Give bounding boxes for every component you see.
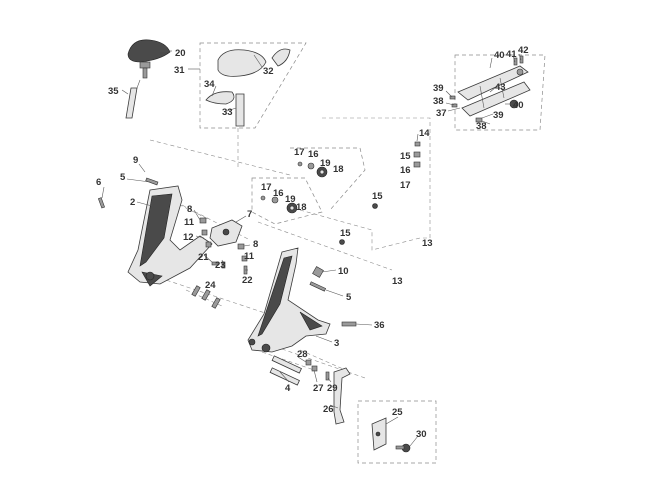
callout-13-lower: 13 [392, 276, 403, 287]
kickstand-hardware [269, 355, 330, 386]
callout-32: 32 [263, 66, 274, 77]
seatpost-part-33 [235, 93, 245, 127]
bearing-set-upper [297, 161, 328, 178]
callout-9: 9 [133, 155, 138, 166]
callout-22: 22 [242, 275, 253, 286]
callout-20: 20 [175, 48, 186, 59]
callout-15-low: 15 [340, 228, 351, 239]
plate-part-25 [371, 417, 387, 451]
callout-19-upper: 19 [320, 158, 331, 169]
callout-30: 30 [416, 429, 427, 440]
callout-7: 7 [247, 209, 252, 220]
callout-14: 14 [419, 128, 430, 139]
callout-18-upper: 18 [333, 164, 344, 175]
callout-2: 2 [130, 197, 135, 208]
frame-part-2 [127, 185, 213, 287]
callout-18-lower: 18 [296, 202, 307, 213]
callout-39-left: 39 [433, 83, 444, 94]
callout-23: 23 [215, 260, 226, 271]
callout-27: 27 [313, 383, 324, 394]
callout-6: 6 [96, 177, 101, 188]
callout-38-left: 38 [433, 96, 444, 107]
callout-15-mid: 15 [372, 191, 383, 202]
callout-8-right: 8 [253, 239, 258, 250]
callout-34: 34 [204, 79, 215, 90]
callout-43: 43 [495, 82, 506, 93]
callout-17-lower: 17 [261, 182, 272, 193]
bolt-part-30 [395, 443, 411, 453]
callout-35: 35 [108, 86, 119, 97]
leader-lines [101, 50, 522, 447]
callout-16-right: 16 [400, 165, 411, 176]
pivot-group-box-upper [290, 147, 366, 211]
pivot-group-box-lower [251, 177, 323, 225]
callout-labels: 20 31 32 34 33 35 40 41 42 43 39 38 37 3… [96, 45, 529, 440]
callout-33: 33 [222, 107, 233, 118]
rear-rack-part-43 [457, 65, 531, 117]
callout-4: 4 [285, 383, 291, 394]
saddle-part-32 [217, 48, 291, 77]
callout-19-lower: 19 [285, 194, 296, 205]
callout-17-upper: 17 [294, 147, 305, 158]
bracket-part-7 [209, 219, 243, 247]
callout-5-left: 5 [120, 172, 126, 183]
callout-15-right: 15 [400, 151, 411, 162]
seat-group-box [199, 42, 307, 129]
callout-17-right: 17 [400, 180, 411, 191]
callout-28: 28 [297, 349, 308, 360]
callout-21: 21 [198, 252, 209, 263]
callout-3: 3 [334, 338, 339, 349]
callout-11-right: 11 [244, 251, 255, 262]
callout-41: 41 [506, 49, 517, 60]
callout-8-left: 8 [187, 204, 192, 215]
saddle-clamp-part-34 [205, 91, 235, 105]
callout-39-right: 39 [493, 110, 504, 121]
kickstand-part-26 [333, 367, 351, 425]
callout-37: 37 [436, 108, 447, 119]
callout-16-lower: 16 [273, 188, 284, 199]
seatpost-part-35 [125, 79, 141, 119]
rear-frame-part-3 [247, 247, 331, 353]
callout-29: 29 [327, 383, 338, 394]
callout-24: 24 [205, 280, 216, 291]
callout-26: 26 [323, 404, 334, 415]
bearing-set-lower [260, 195, 298, 214]
callout-36: 36 [374, 320, 385, 331]
callout-40-top: 40 [494, 50, 505, 61]
callout-38-bottom: 38 [476, 121, 487, 132]
saddle-part-20 [127, 39, 171, 79]
kickstand-plate-group-box [357, 400, 437, 464]
callout-16-upper: 16 [308, 149, 319, 160]
callout-13-upper: 13 [422, 238, 433, 249]
callout-40-right: 40 [513, 100, 524, 111]
callout-12: 12 [183, 232, 194, 243]
callout-31: 31 [174, 65, 185, 76]
callout-10: 10 [338, 266, 349, 277]
callout-5-right: 5 [346, 292, 352, 303]
callout-25: 25 [392, 407, 403, 418]
callout-11-left: 11 [184, 217, 195, 228]
callout-42: 42 [518, 45, 529, 56]
